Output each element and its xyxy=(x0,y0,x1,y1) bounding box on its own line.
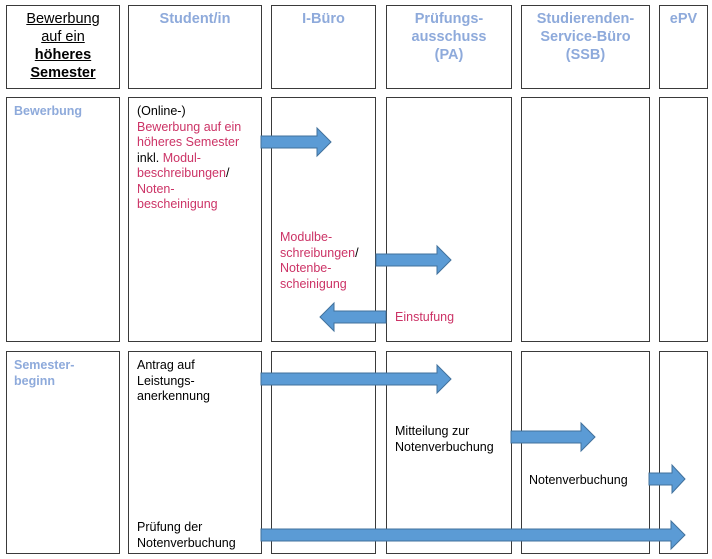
row-bewerbung-pa-cell xyxy=(386,97,512,342)
row-semester-epv-cell xyxy=(659,351,708,554)
online-label: (Online-) xyxy=(137,104,186,118)
arrow-antrag-to-pa xyxy=(260,363,452,395)
mb-line-4: scheinigung xyxy=(280,276,347,291)
header-ibuero-label: I-Büro xyxy=(302,11,345,27)
bescheinigung-label: bescheinigung xyxy=(137,197,218,211)
mb-line-1: Modulbe- xyxy=(280,230,333,244)
inkl-line: inkl. Modul- xyxy=(137,151,241,167)
arrow-student-to-ibuero xyxy=(260,126,332,158)
header-pa-line-2: ausschuss xyxy=(411,29,487,45)
header-ssb-line-3: (SSB) xyxy=(565,47,606,63)
title-line-3: höheres xyxy=(34,47,92,63)
antrag-line-1: Antrag auf xyxy=(137,358,195,372)
row-label-bewerbung: Bewerbung xyxy=(14,104,83,118)
mb-line-2: schreibungen/ xyxy=(280,246,359,262)
row-semester-ssb-cell xyxy=(521,351,650,554)
inkl-label: inkl. xyxy=(137,150,163,165)
title-line-4: Semester xyxy=(30,65,96,81)
header-student xyxy=(128,5,262,89)
title-line-2: auf ein xyxy=(41,29,85,45)
ibuero-forward-text: Modulbe- schreibungen/ Notenbe- scheinig… xyxy=(280,230,359,292)
row-bewerbung-label-cell xyxy=(6,97,120,342)
mb-line-2-text: schreibungen xyxy=(280,245,356,260)
header-ssb-line-2: Service-Büro xyxy=(540,29,631,45)
header-ssb-label: Studierenden- Service-Büro (SSB) xyxy=(521,10,650,64)
row-semester-student-cell xyxy=(128,351,262,554)
header-epv-label: ePV xyxy=(669,11,698,27)
title-cell xyxy=(6,5,120,89)
pruefung-line-2: Notenverbuchung xyxy=(137,535,236,550)
header-student-label: Student/in xyxy=(159,11,231,27)
pruefung-line-1: Prüfung der xyxy=(137,520,203,534)
arrow-ssb-to-epv xyxy=(648,463,686,495)
beschr-line: beschreibungen/ xyxy=(137,166,241,182)
row-semester-label-cell xyxy=(6,351,120,554)
application-line-2: höheres Semester xyxy=(137,135,240,149)
row-label-semesterbeginn-line-2: beginn xyxy=(14,373,55,388)
mitteilung-text: Mitteilung zur Notenverbuchung xyxy=(395,424,494,455)
beschreibungen-label: beschreibungen xyxy=(137,166,226,180)
diagram-title: Bewerbung auf ein höheres Semester xyxy=(6,10,120,82)
arrow-pa-to-ssb xyxy=(510,421,596,453)
header-pa xyxy=(386,5,512,89)
mitteilung-line-2: Notenverbuchung xyxy=(395,439,494,454)
title-line-1: Bewerbung xyxy=(26,11,100,27)
row-label-semesterbeginn-line-1: Semester- xyxy=(14,358,75,372)
ssb-notenverbuchung-text: Notenverbuchung xyxy=(529,473,628,487)
application-line-1: Bewerbung auf ein xyxy=(137,119,242,134)
header-ssb-line-1: Studierenden- xyxy=(536,11,635,27)
einstufung-label: Einstufung xyxy=(395,310,455,324)
student-application-text: (Online-) Bewerbung auf ein höheres Seme… xyxy=(137,104,241,213)
antrag-line-3: anerkennung xyxy=(137,389,210,403)
modul-label: Modul- xyxy=(162,150,201,165)
row-bewerbung-ssb-cell xyxy=(521,97,650,342)
header-epv xyxy=(659,5,708,89)
arrow-pruefung-to-epv xyxy=(260,519,686,551)
header-pa-line-3: (PA) xyxy=(434,47,464,63)
mitteilung-line-1: Mitteilung zur xyxy=(395,424,470,438)
header-pa-line-1: Prüfungs- xyxy=(414,11,484,27)
mb-line-2-slash: / xyxy=(355,245,359,260)
header-ssb xyxy=(521,5,650,89)
arrow-ibuero-to-pa xyxy=(375,244,452,276)
row-bewerbung-epv-cell xyxy=(659,97,708,342)
header-pa-label: Prüfungs- ausschuss (PA) xyxy=(386,10,512,64)
row-bewerbung-student-cell xyxy=(128,97,262,342)
arrow-pa-to-ibuero xyxy=(319,301,387,333)
row-label-semesterbeginn: Semester- beginn xyxy=(14,358,74,389)
header-ibuero xyxy=(271,5,376,89)
antrag-text: Antrag auf Leistungs- anerkennung xyxy=(137,358,210,405)
noten-label: Noten- xyxy=(137,181,175,196)
pruefung-text: Prüfung der Notenverbuchung xyxy=(137,520,236,551)
antrag-line-2: Leistungs- xyxy=(137,373,195,388)
mb-line-3: Notenbe- xyxy=(280,261,332,275)
slash-label: / xyxy=(225,166,230,180)
